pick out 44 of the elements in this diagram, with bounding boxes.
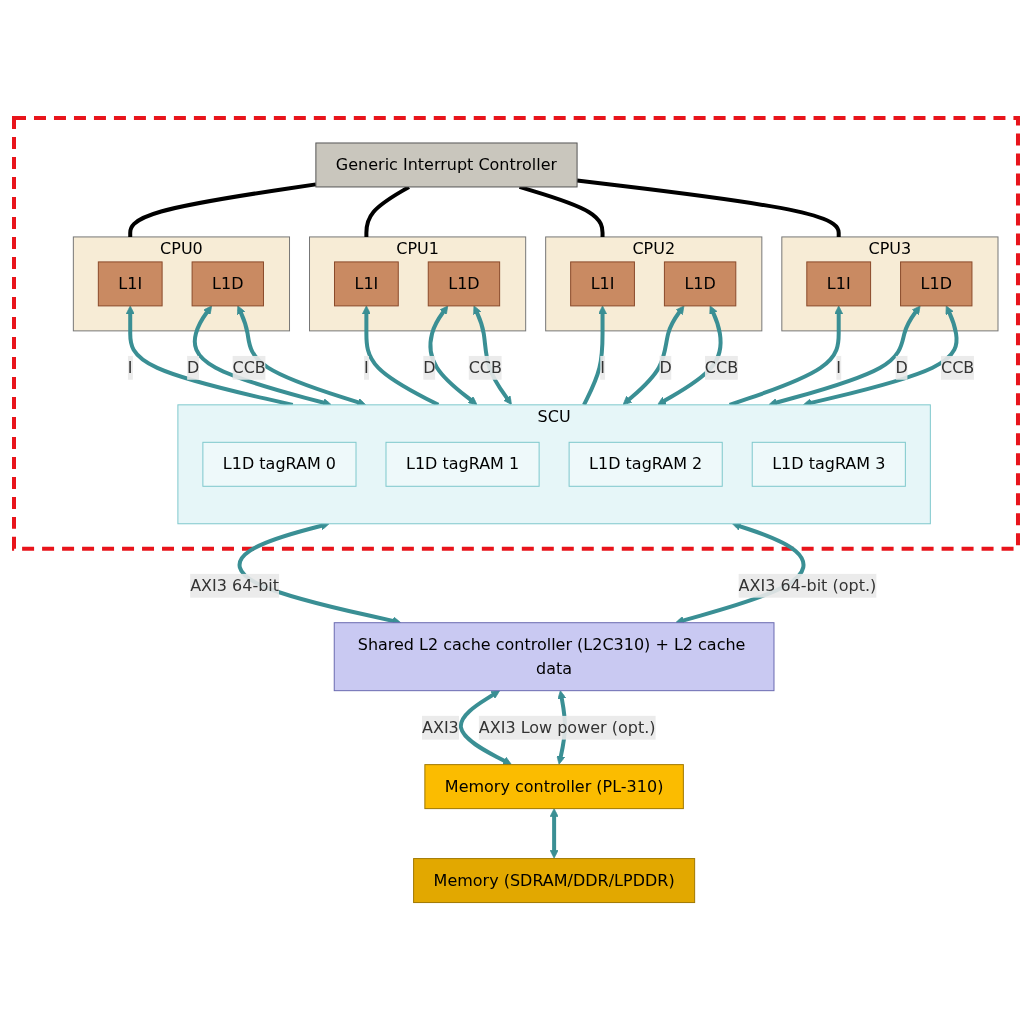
- edge-label: D: [895, 358, 908, 378]
- node-box: L1I: [97, 261, 163, 307]
- edge-label: CCB: [232, 358, 266, 378]
- connector: [576, 178, 841, 238]
- node-box: L1D tagRAM 1: [385, 442, 540, 487]
- node-box: L1I: [334, 261, 399, 307]
- node-box: L1D tagRAM 0: [202, 442, 357, 487]
- edge-label: D: [423, 358, 436, 378]
- edge-label: D: [659, 358, 672, 378]
- arrow: [622, 305, 685, 406]
- arrow: [657, 305, 723, 406]
- edge-label: AXI3 Low power (opt.): [478, 717, 656, 737]
- edge-label: AXI3 64-bit: [190, 575, 280, 595]
- arrow: [728, 305, 844, 407]
- node-box: L1D tagRAM 2: [568, 442, 723, 487]
- edge-label: AXI3 64-bit (opt.): [738, 575, 877, 595]
- node-box: L1D: [427, 261, 501, 307]
- edge-label: I: [600, 358, 605, 378]
- arrow: [428, 305, 478, 406]
- node-box: Memory controller (PL-310): [424, 764, 684, 810]
- edge-label: I: [836, 358, 842, 378]
- edge-label: CCB: [468, 358, 502, 378]
- edge-label: AXI3: [421, 717, 459, 737]
- node-box: Shared L2 cache controller (L2C310) + L2 cache data: [333, 622, 775, 692]
- edge-label: CCB: [941, 358, 975, 378]
- cluster: [12, 116, 1020, 551]
- arrow: [125, 305, 294, 407]
- edge-label: CCB: [704, 358, 739, 378]
- arrow: [237, 305, 367, 407]
- node-box: L1D: [663, 261, 737, 307]
- arrow: [458, 690, 512, 766]
- edge-label: D: [187, 358, 200, 378]
- node-box: L1D tagRAM 3: [751, 442, 906, 487]
- node-box: L1I: [570, 261, 635, 307]
- node-box: L1D: [191, 261, 264, 307]
- node-box: Memory (SDRAM/DDR/LPDDR): [413, 858, 696, 904]
- node-box: L1I: [806, 261, 872, 307]
- arrow: [362, 305, 440, 407]
- node-box: L1D: [900, 261, 973, 307]
- edge-label: I: [364, 358, 369, 378]
- arrow: [582, 305, 607, 406]
- arrow: [549, 808, 559, 859]
- edge-label: I: [127, 358, 133, 378]
- node-box: Generic Interrupt Controller: [315, 142, 578, 188]
